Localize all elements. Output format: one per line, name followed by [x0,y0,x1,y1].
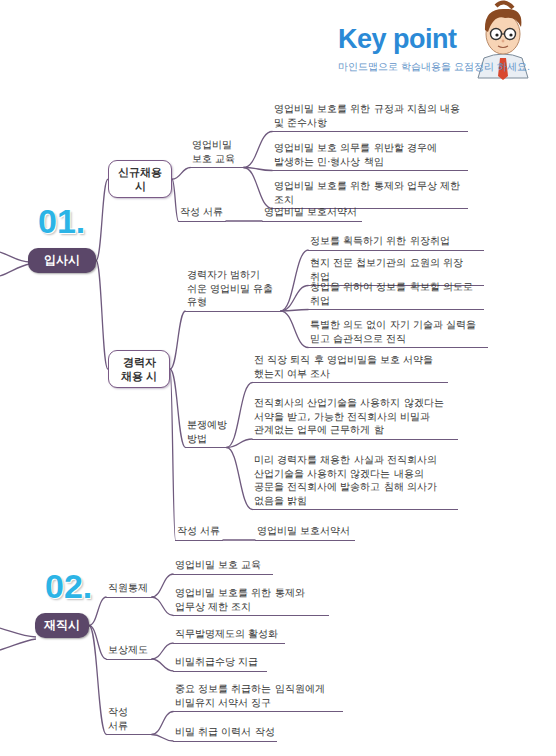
topic-text: 영업비밀 보호 교육 [192,138,242,165]
subtitle-note: 마인드맵으로 학습내용을 요점정리 하세요. [338,61,530,74]
page-title: Key point [338,24,457,55]
topic-item: 정보를 획득하기 위한 위장취업 [308,234,484,251]
branch-connector [172,168,191,180]
branch-connector [226,220,263,221]
topic-item: 작성 서류 [175,524,223,541]
topic-item: 직원통제 [106,581,152,598]
branch-connector [170,369,176,540]
section-number: 01. [28,203,96,240]
topic-text: 현지 전문 첩보기관의 요원의 위장 취업 [310,256,482,283]
branch-connector [152,643,174,659]
topic-item: 전직회사의 산업기술을 사용하지 않겠다는 서약을 받고, 가능한 전직회사의 … [252,396,458,440]
topic-text: 미리 경력자를 채용한 사실과 전직회사의 산업기술을 사용하지 않겠다는 내용… [254,453,456,507]
topic-text: 영업비밀 보호를 위한 통제와 업무상 제한 조치 [274,179,466,206]
topic-text: 경력자가 범하기 쉬운 영업비밀 유출 유형 [187,268,279,309]
topic-item: 영업비밀 보호서약서 [262,205,362,222]
topic-text: 비밀 취급 이력서 작성 [175,725,275,739]
branch-connector [227,448,253,510]
topic-text: 작성 서류 [177,524,221,538]
branch-box: 신규채용 시 [108,160,172,198]
topic-text: 신규채용 시 [112,165,168,193]
topic-text: 영업비밀 보호를 위한 규정과 지침의 내용 및 준수사항 [274,102,466,129]
branch-connector [152,735,174,742]
branch-connector [281,286,309,312]
branch-curve [0,628,36,637]
branch-connector [244,132,273,168]
topic-text: 영업비밀 보호를 위한 통제와 업무상 제한 조치 [175,586,327,613]
topic-item: 보상제도 [106,643,152,660]
topic-text: 영업비밀 보호 의무를 위반할 경우에 발생하는 민·형사상 책임 [274,141,466,168]
topic-item: 경력자가 범하기 쉬운 영업비밀 유출 유형 [185,268,281,312]
topic-item: 창업을 위하여 정보를 확보할 의도로 취업 [308,280,484,310]
topic-text: 특별한 의도 없이 자기 기술과 실력을 믿고 습관적으로 전직 [310,318,486,345]
topic-text: 보상제도 [108,643,150,657]
topic-text: 경력자 채용 시 [112,355,166,383]
topic-text: 정보를 획득하기 위한 위장취업 [310,234,482,248]
branch-connector [152,659,174,671]
topic-item: 영업비밀 보호 교육 [190,138,244,168]
topic-text: 직무발명제도의 활성화 [175,627,283,641]
topic-text: 작성 서류 [108,705,150,732]
topic-text: 비밀취급수당 지급 [175,655,265,669]
topic-item: 특별한 의도 없이 자기 기술과 실력을 믿고 습관적으로 전직 [308,318,488,348]
topic-item: 작성 서류 [178,205,226,222]
topic-item: 영업비밀 보호를 위한 통제와 업무상 제한 조치 [173,586,329,616]
topic-item: 분쟁예방 방법 [185,418,227,448]
branch-connector [227,439,253,448]
topic-item: 영업비밀 보호서약서 [255,524,355,541]
branch-connector [89,625,107,734]
section-number: 02. [35,568,89,605]
topic-item: 작성 서류 [106,705,152,735]
topic-text: 중요 정보를 취급하는 임직원에게 비밀유지 서약서 징구 [175,682,341,709]
topic-text: 직원통제 [108,581,150,595]
branch-connector [227,383,253,448]
section-label: 입사시 [28,248,96,272]
topic-item: 영업비밀 보호를 위한 규정과 지침의 내용 및 준수사항 [272,102,468,132]
topic-item: 미리 경력자를 채용한 사실과 전직회사의 산업기술을 사용하지 않겠다는 내용… [252,453,458,510]
branch-connector [281,310,309,312]
topic-text: 영업비밀 보호서약서 [257,524,353,538]
branch-box: 경력자 채용 시 [108,350,170,388]
branch-connector [281,311,309,348]
topic-item: 중요 정보를 취급하는 임직원에게 비밀유지 서약서 징구 [173,682,343,712]
topic-item: 직무발명제도의 활성화 [173,627,285,644]
branch-connector [152,712,174,735]
section-label: 재직시 [35,613,89,637]
topic-text: 창업을 위하여 정보를 확보할 의도로 취업 [310,280,482,307]
branch-connector [223,539,256,540]
stage-hub: 01. 입사시 [28,203,96,273]
branch-curve [0,252,30,262]
topic-text: 전 직장 퇴직 후 영업비밀을 보호 서약을 했는지 여부 조사 [254,353,446,380]
topic-item: 전 직장 퇴직 후 영업비밀을 보호 서약을 했는지 여부 조사 [252,353,448,383]
branch-connector [152,574,174,597]
branch-connector [152,597,174,616]
branch-connector [96,179,108,260]
branch-curve [0,264,30,276]
topic-item: 비밀 취급 이력서 작성 [173,725,277,742]
topic-text: 영업비밀 보호서약서 [264,205,360,219]
branch-curve [0,639,36,650]
branch-connector [96,260,108,369]
topic-item: 영업비밀 보호 의무를 위반할 경우에 발생하는 민·형사상 책임 [272,141,468,171]
topic-text: 전직회사의 산업기술을 사용하지 않겠다는 서약을 받고, 가능한 전직회사의 … [254,396,456,437]
branch-connector [244,168,273,209]
topic-text: 분쟁예방 방법 [187,418,225,445]
branch-connector [281,250,309,311]
topic-item: 영업비밀 보호 교육 [173,558,273,575]
branch-connector [170,311,186,369]
topic-item: 비밀취급수당 지급 [173,655,267,672]
topic-text: 작성 서류 [180,205,224,219]
stage-hub: 02. 재직시 [35,568,89,638]
topic-text: 영업비밀 보호 교육 [175,558,271,572]
